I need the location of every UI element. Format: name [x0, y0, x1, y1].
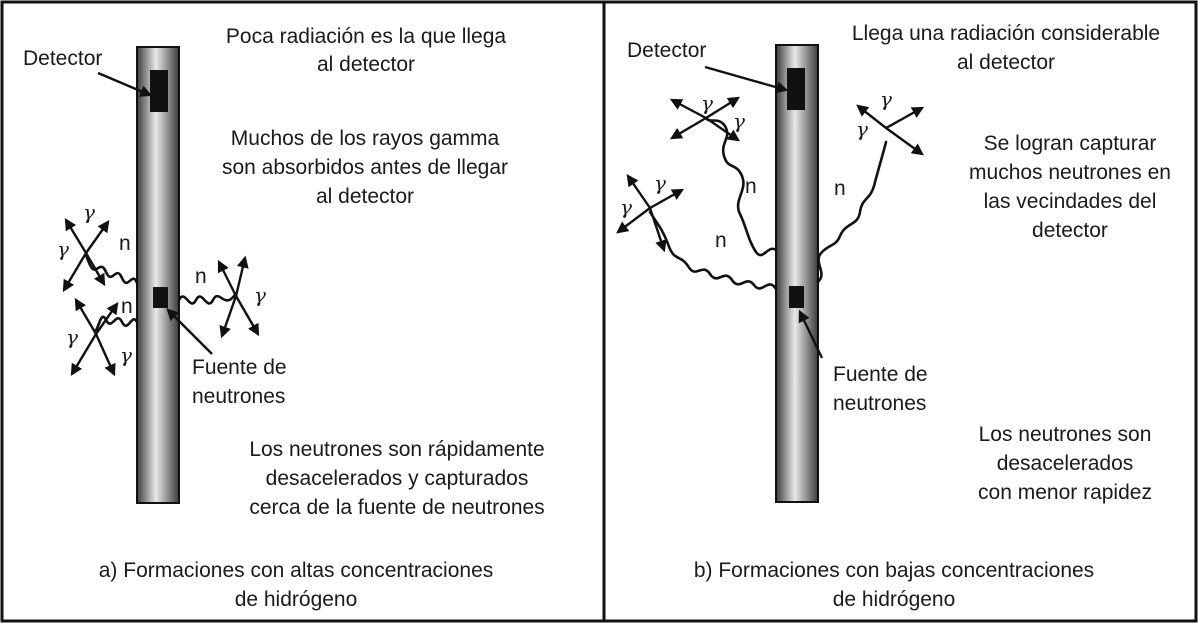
caption-a-line1: a) Formaciones con altas concentraciones [99, 559, 494, 582]
gamma-label: γ [856, 117, 868, 141]
source-pointer-b [798, 309, 824, 359]
gamma-label: γ [83, 200, 95, 224]
detector-a [150, 70, 168, 112]
gamma-label: γ [880, 87, 892, 111]
panel-a: Detector Poca radiación es la que llega … [23, 25, 545, 611]
neutron-path-a1 [84, 251, 139, 285]
title-b-line1: Llega una radiación considerable [852, 22, 1160, 45]
neutron-label-b2: n [834, 177, 846, 200]
gamma-burst-a3: γ [217, 255, 266, 339]
gamma-ray [219, 295, 238, 339]
caption-a-line2: de hidrógeno [235, 588, 358, 611]
gamma-ray [649, 188, 685, 210]
capture-text-b-line4: detector [1032, 219, 1108, 242]
neutron-label-b3: n [715, 229, 727, 252]
capture-text-b-line2: muchos neutrones en [969, 161, 1171, 184]
title-b-line2: al detector [957, 51, 1055, 74]
neutron-text-a-line1: Los neutrones son rápidamente [249, 438, 544, 461]
neutron-label-a1: n [119, 232, 131, 255]
neutron-text-b-line1: Los neutrones son [979, 423, 1152, 446]
neutron-text-b-line2: desacelerados [997, 452, 1134, 475]
gamma-ray [62, 252, 88, 293]
gamma-ray [648, 207, 667, 253]
source-label-b-line2: neutrones [833, 392, 926, 415]
gamma-label: γ [654, 171, 666, 195]
neutron-source-b [789, 286, 804, 308]
neutron-path-b2 [816, 140, 888, 284]
gamma-ray [64, 217, 88, 254]
neutron-source-a [153, 287, 168, 308]
tool-body-b [775, 44, 819, 503]
title-a-line2: al detector [317, 53, 415, 76]
panel-b: Detector Llega una radiación considerabl… [616, 22, 1171, 611]
gamma-burst-a2: γ γ [66, 297, 132, 377]
gamma-label: γ [120, 343, 132, 367]
gamma-ray [234, 255, 249, 297]
caption-b-line2: de hidrógeno [833, 588, 956, 611]
capture-text-b-line1: Se logran capturar [984, 132, 1157, 155]
gamma-ray [74, 297, 98, 335]
gamma-ray [626, 174, 651, 209]
neutron-text-a-line2: desacelerados y capturados [266, 467, 529, 490]
neutron-label-a3: n [195, 265, 207, 288]
gamma-ray [217, 259, 238, 297]
neutron-label-b1: n [745, 175, 757, 198]
neutron-text-a-line3: cerca de la fuente de neutrones [249, 496, 544, 519]
detector-pointer-b [704, 65, 789, 94]
gamma-text-a-line3: al detector [316, 185, 414, 208]
gamma-burst-b3: γ γ [616, 171, 685, 253]
gamma-ray [885, 127, 924, 156]
neutron-path-a3 [177, 294, 236, 305]
gamma-label: γ [254, 283, 266, 307]
gamma-ray [669, 116, 707, 140]
gamma-label: γ [57, 237, 69, 261]
gamma-burst-a1: γ γ [57, 200, 110, 293]
neutron-label-a2: n [121, 295, 133, 318]
gamma-text-a-line1: Muchos de los rayos gamma [231, 127, 500, 150]
gamma-ray [885, 106, 925, 130]
gamma-ray [856, 104, 887, 129]
source-label-a-line2: neutrones [192, 385, 285, 408]
gamma-ray [705, 96, 741, 120]
neutron-path-a2 [94, 315, 139, 332]
neutron-path-b1 [704, 116, 778, 257]
caption-b-line1: b) Formaciones con bajas concentraciones [694, 559, 1094, 582]
gamma-ray [616, 207, 651, 234]
source-label-a-line1: Fuente de [192, 356, 287, 379]
neutron-path-b3 [648, 210, 778, 291]
detector-b [787, 68, 805, 110]
gamma-ray [95, 302, 119, 335]
title-a-line1: Poca radiación es la que llega [226, 25, 507, 48]
gamma-ray [85, 220, 110, 254]
tool-body-a [136, 46, 180, 504]
neutron-text-b-line3: con menor rapidez [978, 481, 1152, 504]
gamma-label: γ [733, 109, 745, 133]
source-pointer-a [166, 308, 213, 355]
gamma-label: γ [66, 325, 78, 349]
gamma-burst-b1: γ γ [669, 91, 745, 142]
gamma-ray [234, 295, 260, 337]
gamma-ray [94, 333, 116, 377]
source-label-b-line1: Fuente de [833, 363, 928, 386]
gamma-ray [70, 333, 98, 377]
gamma-burst-b2: γ γ [856, 87, 925, 156]
gamma-text-a-line2: son absorbidos antes de llegar [222, 156, 508, 179]
detector-label-a: Detector [23, 47, 102, 70]
gamma-ray [669, 98, 707, 120]
detector-label-b: Detector [627, 39, 706, 62]
gamma-ray [705, 117, 740, 142]
detector-pointer-a [97, 71, 153, 97]
gamma-label: γ [620, 195, 632, 219]
gamma-ray [84, 252, 106, 287]
capture-text-b-line3: las vecindades del [984, 190, 1157, 213]
gamma-label: γ [701, 91, 713, 115]
